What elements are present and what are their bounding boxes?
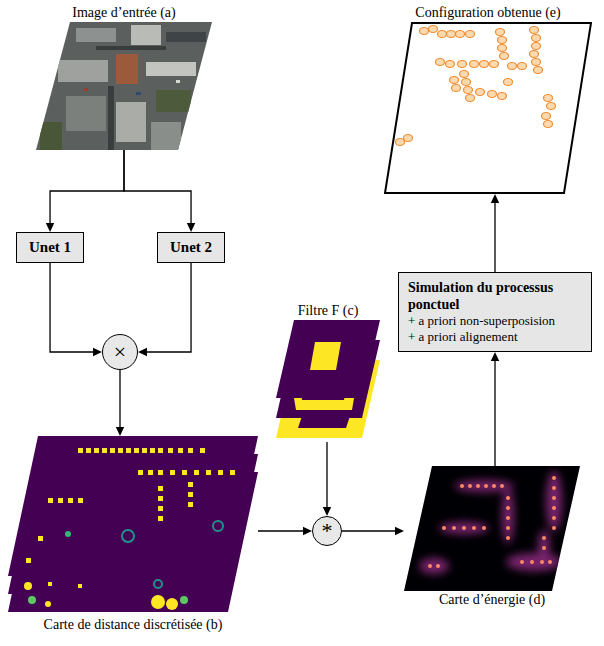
connector [342,527,404,535]
connector [50,263,102,356]
filter-stack: Filtre F (c) [276,302,380,442]
connector [323,442,331,516]
figure-caption: Filtre F (c) [298,302,359,320]
energy-map-image [404,466,580,591]
convolution-operator: * [312,516,342,546]
arrowhead [323,507,331,516]
connector-line [326,442,327,507]
arrowhead [187,223,195,232]
unet-box: Unet 1 [16,232,84,263]
distance-map-stack-image [8,436,258,616]
connector [491,352,499,466]
simulation-box: Simulation du processus ponctuel+ a prio… [398,272,592,352]
distance-map-stack: Carte de distance discrétisée (b) [8,436,258,634]
arrowhead [491,352,499,361]
box-label: Unet 2 [170,238,212,257]
connector-line [119,370,120,427]
product-operator: × [102,334,138,370]
arrowhead [395,527,404,535]
connector [491,194,499,272]
output-configuration: Configuration obtenue (e) [384,4,592,194]
figure-caption: Carte de distance discrétisée (b) [44,616,223,634]
connector-line [494,361,495,466]
connector-line [147,263,191,352]
arrowhead [138,348,147,356]
filter-stack-image [276,320,380,442]
arrowhead [93,348,102,356]
connector-line [50,150,124,223]
box-heading: Simulation du processus ponctuel [408,279,582,313]
arrowhead [116,427,124,436]
box-line: + a priori non-superposision [408,313,582,329]
box-label: Unet 1 [29,238,71,257]
arrowhead [303,527,312,535]
figure-caption: Image d’entrée (a) [72,4,175,22]
input-image: Image d’entrée (a) [36,4,212,150]
connector [138,263,191,356]
connector [124,150,195,232]
connector-line [494,203,495,272]
connector [46,150,124,232]
arrowhead [491,194,499,203]
connector-line [258,530,303,531]
figure-caption: Configuration obtenue (e) [415,4,560,22]
connector-line [50,263,93,352]
connector [258,527,312,535]
unet-box: Unet 2 [157,232,225,263]
operator-symbol: × [114,341,126,363]
arrowhead [46,223,54,232]
energy-map: Carte d’énergie (d) [404,466,580,609]
connector [116,370,124,436]
connector-line [342,530,395,531]
figure-caption: Carte d’énergie (d) [439,591,545,609]
box-line: + a priori alignement [408,329,582,345]
operator-symbol: * [322,520,333,542]
point-configuration [384,22,592,194]
aerial-image [36,22,212,150]
connector-line [124,150,191,223]
